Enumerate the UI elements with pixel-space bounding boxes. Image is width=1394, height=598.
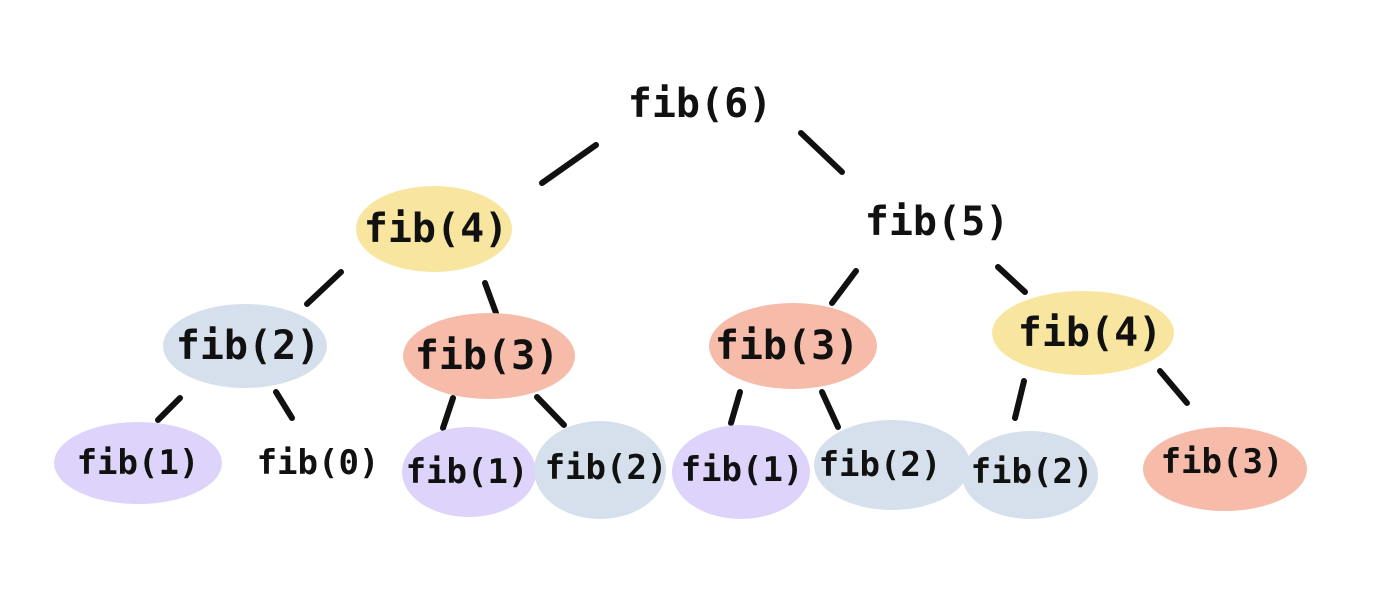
node-label: fib(6): [628, 81, 773, 127]
node-level2-1: fib(3): [403, 313, 575, 399]
node-level3-3: fib(2): [534, 421, 667, 519]
node-highlight: [163, 304, 327, 388]
node-label: fib(2): [545, 448, 668, 488]
node-label: fib(2): [176, 323, 321, 369]
edge-fib4-to-fib2: [304, 269, 344, 307]
edge-fib3b-to-fib1: [728, 389, 743, 426]
edge-fib3a-to-fib1: [440, 395, 456, 431]
node-label: fib(3): [715, 323, 860, 369]
node-highlight: [992, 291, 1174, 375]
node-root: fib(6): [628, 81, 773, 127]
edge-root-to-fib5: [798, 130, 845, 175]
edge-fib3a-to-fib2: [534, 394, 567, 428]
node-label: fib(1): [681, 450, 804, 490]
node-highlight: [962, 431, 1098, 519]
node-level2-0: fib(2): [163, 304, 327, 388]
node-level1-0: fib(4): [356, 186, 512, 272]
node-label: fib(3): [1161, 442, 1284, 482]
edge-fib5-to-fib4: [995, 264, 1028, 295]
node-level3-7: fib(3): [1143, 427, 1307, 511]
node-level3-6: fib(2): [962, 431, 1098, 519]
node-level2-2: fib(3): [709, 303, 877, 389]
edge-fib5-to-fib3: [829, 268, 859, 306]
node-highlight: [54, 422, 222, 504]
node-label: fib(4): [1018, 310, 1163, 356]
node-highlight: [1143, 427, 1307, 511]
node-label: fib(0): [257, 443, 380, 483]
node-level3-0: fib(1): [54, 422, 222, 504]
edge-fib2-to-fib1: [155, 395, 183, 423]
node-label: fib(4): [364, 206, 509, 252]
node-highlight: [672, 425, 810, 519]
node-label: fib(2): [819, 445, 942, 485]
edge-fib4b-to-fib2: [1012, 378, 1027, 421]
node-highlight: [534, 421, 666, 519]
node-highlight: [356, 186, 512, 272]
edge-fib4-to-fib3: [482, 280, 499, 316]
node-level3-4: fib(1): [672, 425, 810, 519]
edge-fib2-to-fib0: [273, 389, 295, 421]
node-highlight: [403, 313, 575, 399]
edge-root-to-fib4: [539, 142, 599, 186]
tree-nodes: fib(6) fib(4) fib(5) fib(2) fib(3) fib(3…: [54, 81, 1307, 519]
node-label: fib(2): [971, 452, 1094, 492]
node-label: fib(1): [406, 452, 529, 492]
node-level1-1: fib(5): [865, 199, 1010, 245]
node-label: fib(5): [865, 199, 1010, 245]
node-level3-2: fib(1): [402, 427, 536, 517]
node-highlight: [402, 427, 536, 517]
edge-fib4b-to-fib3: [1157, 368, 1190, 406]
node-level2-3: fib(4): [992, 291, 1174, 375]
node-level3-5: fib(2): [814, 420, 970, 510]
node-level3-1: fib(0): [257, 443, 380, 483]
tree-edges: [155, 130, 1190, 431]
node-label: fib(3): [415, 333, 560, 379]
node-highlight: [814, 420, 970, 510]
node-label: fib(1): [77, 443, 200, 483]
node-highlight: [709, 303, 877, 389]
edge-fib3b-to-fib2: [819, 389, 841, 430]
